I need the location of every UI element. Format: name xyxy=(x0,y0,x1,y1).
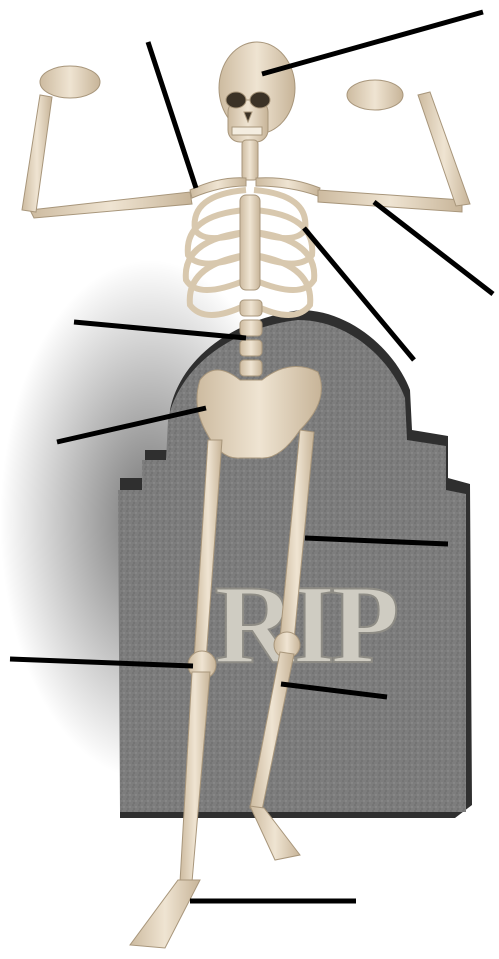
label-line-clavicle xyxy=(148,42,196,188)
tombstone-rip-text: RIP xyxy=(215,563,397,687)
humerus-left xyxy=(30,192,192,218)
sternum xyxy=(240,195,260,290)
hand-right xyxy=(347,80,403,110)
skull xyxy=(219,42,295,142)
foot-left xyxy=(130,880,200,948)
humerus-right xyxy=(318,190,462,212)
cervical-spine xyxy=(242,140,258,180)
label-line-skull xyxy=(262,12,483,74)
forearm-right xyxy=(418,92,470,206)
label-line-humerus xyxy=(374,202,493,294)
forearm-left xyxy=(22,95,52,212)
hand-left xyxy=(40,66,100,98)
